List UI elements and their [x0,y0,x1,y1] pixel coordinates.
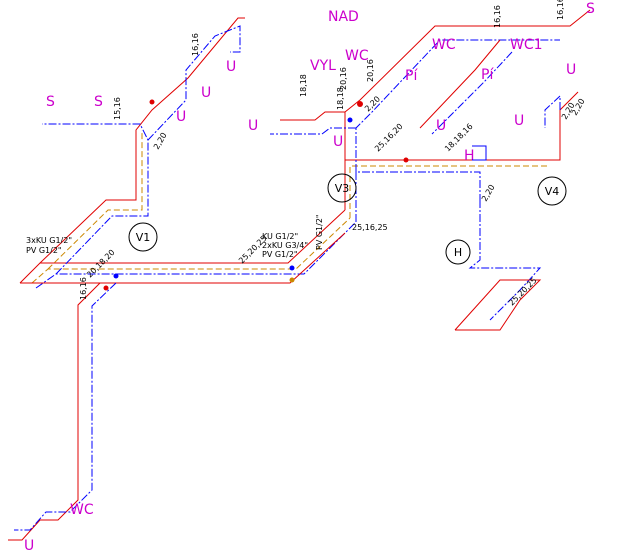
dim-220-c: 2,20 [480,183,497,203]
dim-1818-b: 18,18 [336,87,345,110]
vyl-branch-cold [270,127,356,135]
room-pi-2: Pí [481,67,494,83]
v3-top-cold [355,39,560,172]
valve-red-3 [403,157,409,163]
room-u-bottom: U [24,538,34,552]
u-right-branch [544,94,561,128]
dim-220-b: 2,20 [152,131,169,151]
valve-red-4 [103,285,109,291]
dim-1516: 15,16 [113,97,122,120]
fitting-ku6: PV G1/2" [315,214,324,250]
v3-cold [355,171,481,222]
dim-1616-d: 16,16 [79,277,88,300]
dimension-labels: 16,16 15,16 16,16 16,16 20,16 18,18 18,1… [26,0,587,307]
valve-circ-1 [289,277,295,283]
room-u-right: U [514,113,524,129]
room-pi-1: Pí [405,68,418,84]
valve-blue-1 [113,273,119,279]
pi-branch-cold [431,51,513,135]
riser-h-pipes [454,200,542,331]
valve-red-1 [149,99,155,105]
dim-251620: 25,16,20 [373,122,405,154]
vyl-branch [280,111,345,121]
room-wc1: WC1 [510,37,543,53]
v1-hot [39,17,245,264]
room-u-right-2: U [566,62,576,78]
riser-labels: V1 V3 V4 H [128,173,567,265]
room-u-top-1: U [226,59,236,75]
valve-blue-3 [289,265,295,271]
h-box-frame [472,145,487,161]
v1-branch-top [147,25,241,141]
room-s-left-1: S [46,94,55,110]
pi-branch [419,39,501,129]
v1-cold [42,123,149,275]
v1-circ [47,130,143,270]
h-box [472,145,487,161]
main-header-bottom [20,232,346,284]
main-header-cold [35,221,357,289]
dim-252025-b: 25,20,25 [507,276,539,308]
dim-1616-b: 16,16 [493,5,502,28]
riser-v4-label: V4 [545,185,560,198]
dim-1616-a: 16,16 [191,33,200,56]
fitting-ku4: 2xKU G3/4" [262,241,308,250]
fitting-ku5: PV G1/2" [262,250,298,259]
room-s-left-2: S [94,94,103,110]
room-u-mid-2: U [333,134,343,150]
valve-red-2 [357,101,363,107]
riser-v3-circle [327,173,357,203]
riser-h-label: H [454,246,462,259]
dim-1616-c: 16,16 [556,0,565,20]
dim-1818-a: 18,18 [299,74,308,97]
h-hot [454,279,542,331]
fitting-ku1: 3xKU G1/2" [26,236,72,245]
riser-v3-pipes [270,9,591,222]
riser-h-circle [445,239,471,265]
main-header-hot [19,209,346,284]
room-h-mid: H [464,148,475,164]
down-cold [14,282,117,531]
dim-2016-b: 20,16 [366,59,375,82]
h-cold [468,200,542,321]
room-nad: NAD [328,9,359,25]
downcomer-pipes [8,282,117,541]
down-hot [8,282,101,541]
valve-blue-2 [347,117,353,123]
riser-v1-circle [128,222,158,252]
fitting-ku3: KU G1/2" [262,232,298,241]
main-header-pipes [19,209,357,289]
room-u-mid-3: U [436,118,446,134]
room-s-top-right: S [586,1,595,17]
riser-v4-circle [537,176,567,206]
room-wc-mid: WC [432,37,456,53]
room-u-top-2: U [201,85,211,101]
main-header-circ [31,217,351,284]
room-wc-bottom: WC [70,502,94,518]
room-u-mid-1: U [248,118,258,134]
dim-220-e: 2,20 [570,97,587,117]
v3-hot [344,91,579,210]
room-labels: NAD VYL WC WC WC1 Pí Pí S S S U U U U U … [24,1,595,552]
dim-2016-a: 20,16 [339,67,348,90]
v3-circ [349,165,548,218]
valve-markers [103,99,409,291]
dim-201820: 20,18,20 [85,248,117,280]
dim-251625: 25,16,25 [352,223,388,232]
v3-top-hot [344,9,591,160]
riser-v1-label: V1 [136,231,151,244]
room-wc-top: WC [345,48,369,64]
room-u-mid-left: U [176,109,186,125]
riser-v3-label: V3 [335,182,350,195]
fitting-ku2: PV G1/2" [26,246,62,255]
room-vyl: VYL [310,58,336,74]
riser-v1-pipes [39,17,245,275]
